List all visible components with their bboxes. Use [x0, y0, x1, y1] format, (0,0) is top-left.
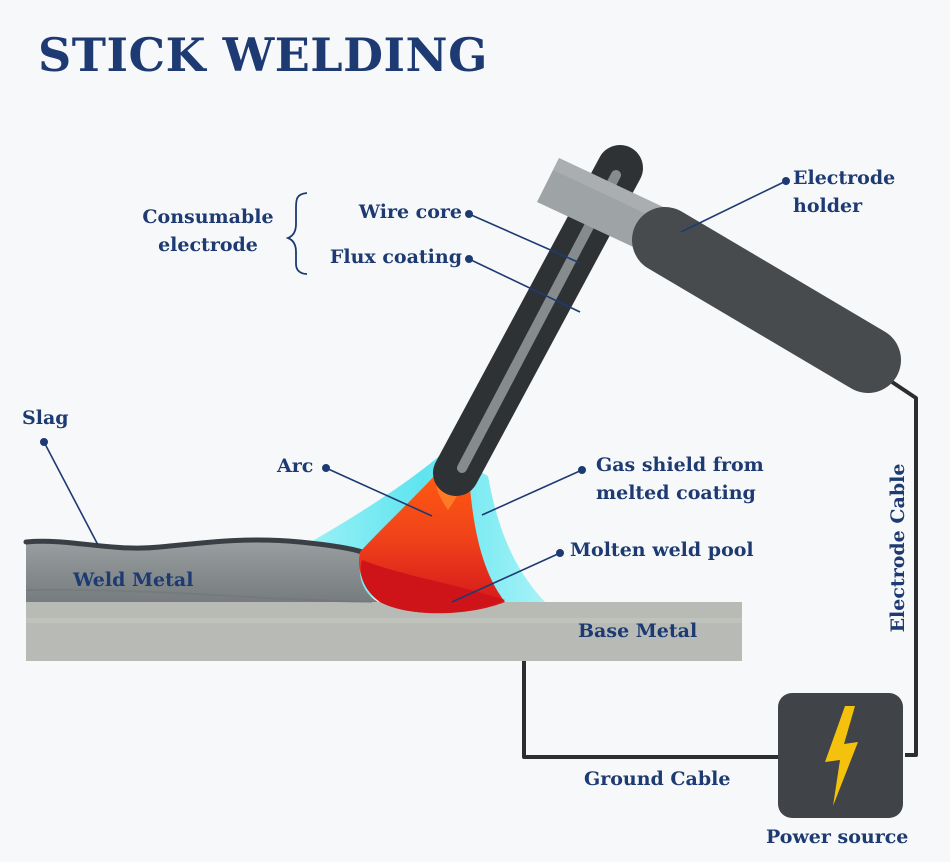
arc-label: Arc	[277, 455, 314, 477]
power-source-label: Power source	[766, 826, 909, 848]
ground-cable	[522, 650, 778, 759]
molten-weld-pool-label: Molten weld pool	[570, 539, 754, 561]
electrode-brace	[285, 192, 308, 275]
consumable-electrode-label: Consumable electrode	[134, 203, 282, 259]
gas-shield-label: Gas shield from melted coating	[596, 451, 796, 507]
wire-core-label: Wire core	[358, 201, 462, 223]
lightning-bolt-icon	[825, 706, 858, 806]
ground-cable-label: Ground Cable	[584, 768, 731, 790]
gas-shield-text: Gas shield from melted coating	[596, 454, 764, 504]
slag-layer	[23, 537, 365, 555]
base-metal-plate	[26, 602, 742, 661]
flux-coating-label: Flux coating	[329, 246, 462, 268]
electrode-holder-text: Electrode holder	[793, 167, 896, 217]
leader-lines	[39, 177, 790, 603]
base-metal-label: Base Metal	[578, 620, 698, 642]
weld-metal-label: Weld Metal	[73, 569, 194, 591]
electrode-holder-grip	[632, 207, 901, 393]
slag-label: Slag	[22, 407, 69, 429]
electrode-cable	[890, 380, 918, 757]
consumable-electrode-text: Consumable electrode	[142, 206, 274, 256]
electrode-holder-label: Electrode holder	[793, 164, 913, 220]
weld-metal-bead	[26, 539, 378, 602]
page-title: STICK WELDING	[38, 28, 488, 82]
electrode-cable-label: Electrode Cable	[887, 463, 909, 633]
